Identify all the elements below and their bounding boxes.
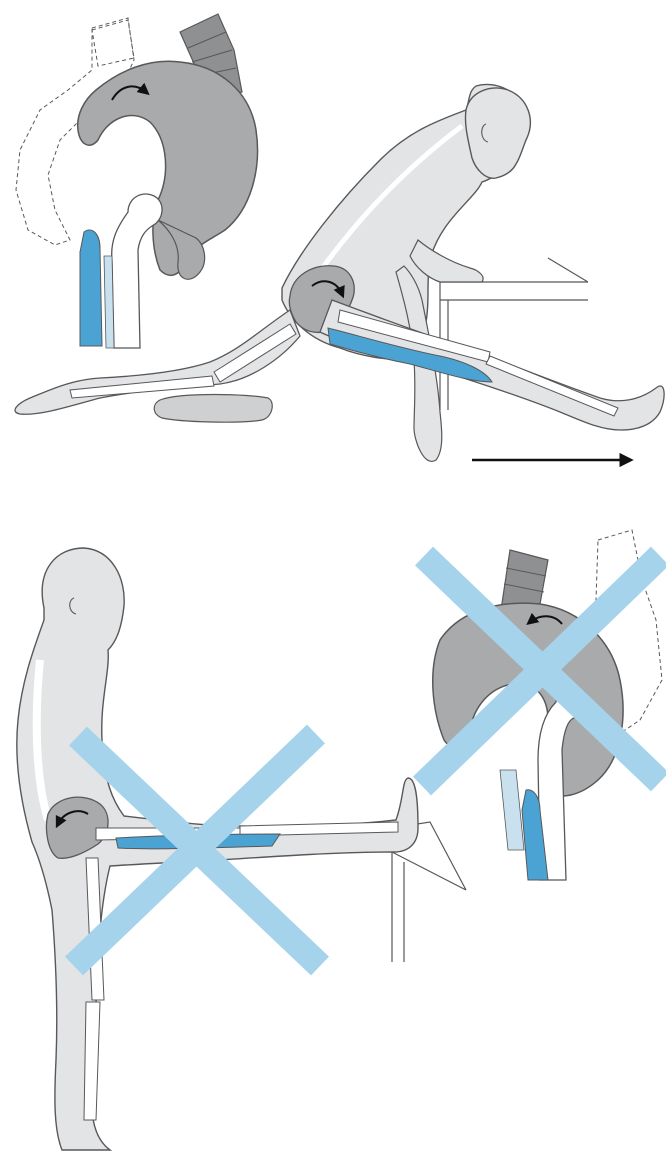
hamstring-muscle	[80, 230, 102, 346]
muscle-sheath	[104, 256, 114, 348]
standing-tibia	[84, 1002, 100, 1120]
standing-figure-incorrect	[17, 548, 466, 1150]
knee-pad	[154, 395, 272, 423]
femur-head	[112, 194, 162, 348]
bottom-panel	[17, 530, 662, 1150]
head	[465, 88, 530, 178]
pelvis-bone	[78, 61, 258, 275]
muscle-sheath	[500, 770, 524, 850]
pelvis-detail-correct	[16, 14, 258, 348]
pelvis-ghost-outline	[16, 18, 134, 245]
spine-ghost	[92, 20, 134, 66]
top-panel	[15, 14, 664, 461]
